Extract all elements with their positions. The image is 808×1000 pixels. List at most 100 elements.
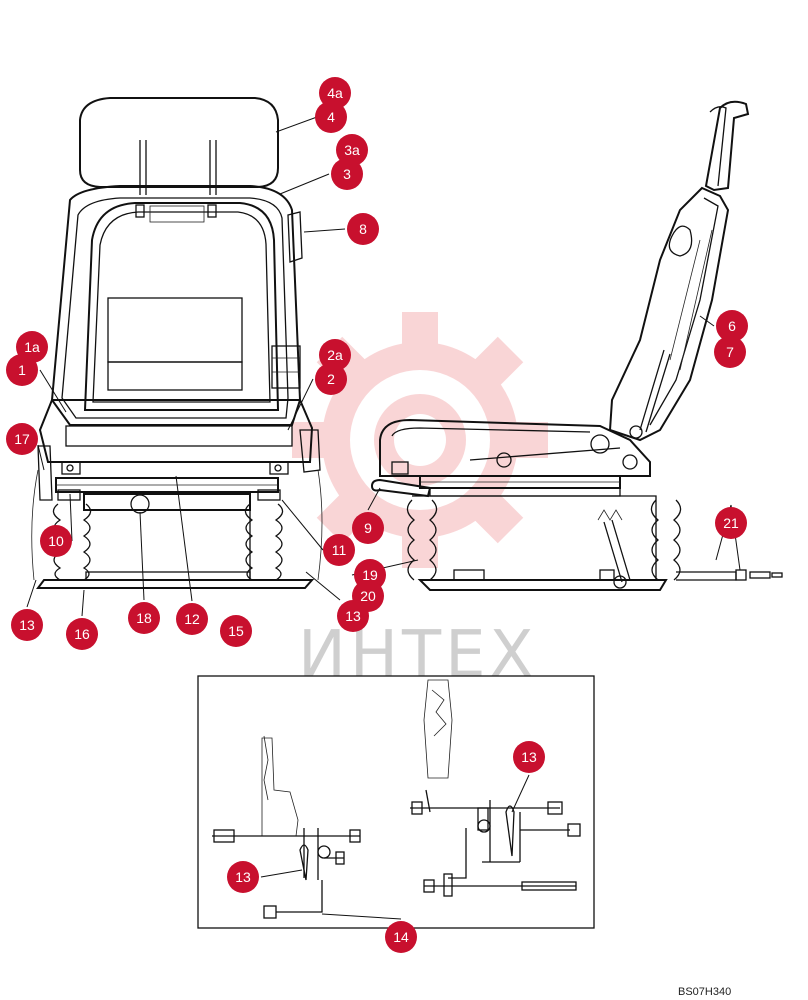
callout-3: 3 [331,158,363,190]
callout-circle [347,213,379,245]
callout-circle [716,310,748,342]
callout-label: 16 [74,626,90,642]
callout-label: 9 [364,520,372,536]
callout-label: 4a [327,85,343,101]
callout-label: 13 [235,869,251,885]
callout-circle [315,363,347,395]
leader-line [139,511,145,601]
callout-14: 14 [385,921,417,953]
callout-2: 2 [315,363,347,395]
leader-line [26,579,37,608]
callout-circle [176,603,208,635]
leader-line [303,228,346,233]
callout-circle [331,158,363,190]
callout-label: 10 [48,533,64,549]
leader-line [260,869,303,878]
leader-line [279,173,330,195]
drawing-code: BS07H340 [678,986,731,998]
seat-side-view [370,100,783,591]
callout-label: 12 [184,611,200,627]
callout-8: 8 [347,213,379,245]
callout-4a: 4a [319,77,351,109]
callout-11: 11 [323,534,355,566]
callout-13: 13 [227,861,259,893]
callout-circle [319,339,351,371]
callout-label: 3a [344,142,360,158]
leader-line [275,116,318,133]
callout-2a: 2a [319,339,351,371]
callout-13: 13 [11,609,43,641]
callout-circle [513,741,545,773]
callout-label: 19 [362,567,378,583]
callout-label: 14 [393,929,409,945]
callout-label: 6 [728,318,736,334]
callout-circle [6,354,38,386]
callout-13: 13 [513,741,545,773]
callout-18: 18 [128,602,160,634]
detail-box-14 [197,675,595,929]
leader-line [321,913,402,920]
callout-4: 4 [315,101,347,133]
callout-label: 2 [327,371,335,387]
callout-circle [11,609,43,641]
callout-label: 15 [228,623,244,639]
callout-circle [385,921,417,953]
callout-label: 1a [24,339,40,355]
callout-label: 3 [343,166,351,182]
callout-label: 17 [14,431,30,447]
leader-line [175,475,193,602]
leader-line [37,444,45,471]
callout-circle [66,618,98,650]
callout-circle [352,512,384,544]
callout-label: 13 [345,608,361,624]
callout-21: 21 [715,507,747,539]
callout-circle [319,77,351,109]
leader-line [305,571,341,601]
callout-circle [40,525,72,557]
callout-15: 15 [220,615,252,647]
callout-label: 21 [723,515,739,531]
callout-12: 12 [176,603,208,635]
callout-label: 13 [19,617,35,633]
callout-circle [337,600,369,632]
callout-label: 1 [18,362,26,378]
leader-line [699,315,715,327]
callout-10: 10 [40,525,72,557]
callout-circle [315,101,347,133]
leader-line [367,487,381,511]
callout-7: 7 [714,336,746,368]
callout-1: 1 [6,354,38,386]
callout-label: 20 [360,588,376,604]
callout-label: 11 [332,542,347,558]
callout-label: 13 [521,749,537,765]
watermark-text: ИНТЕХ [298,618,537,692]
callout-label: 18 [136,610,152,626]
callout-6: 6 [716,310,748,342]
leader-line [39,369,67,413]
leader-line [287,378,314,431]
callout-circle [715,507,747,539]
leader-line [281,499,324,551]
callout-markers: 4a 4 3a 3 8 1a 1 2a 2 17 10 11 9 19 20 13 16 18 12 15 13 6 7 21… [6,77,748,953]
callout-label: 7 [726,344,734,360]
callout-label: 2a [327,347,343,363]
callout-17: 17 [6,423,38,455]
callout-circle [323,534,355,566]
callout-circle [227,861,259,893]
leader-line [81,589,85,617]
callout-9: 9 [352,512,384,544]
callout-circle [220,615,252,647]
leader-line [69,493,73,542]
seat-front-view [31,97,323,589]
callout-circle [714,336,746,368]
leader-line [511,774,530,813]
callout-16: 16 [66,618,98,650]
callout-label: 8 [359,221,367,237]
callout-circle [128,602,160,634]
callout-circle [6,423,38,455]
callout-13: 13 [337,600,369,632]
callout-3a: 3a [336,134,368,166]
callout-label: 4 [327,109,335,125]
callout-circle [336,134,368,166]
